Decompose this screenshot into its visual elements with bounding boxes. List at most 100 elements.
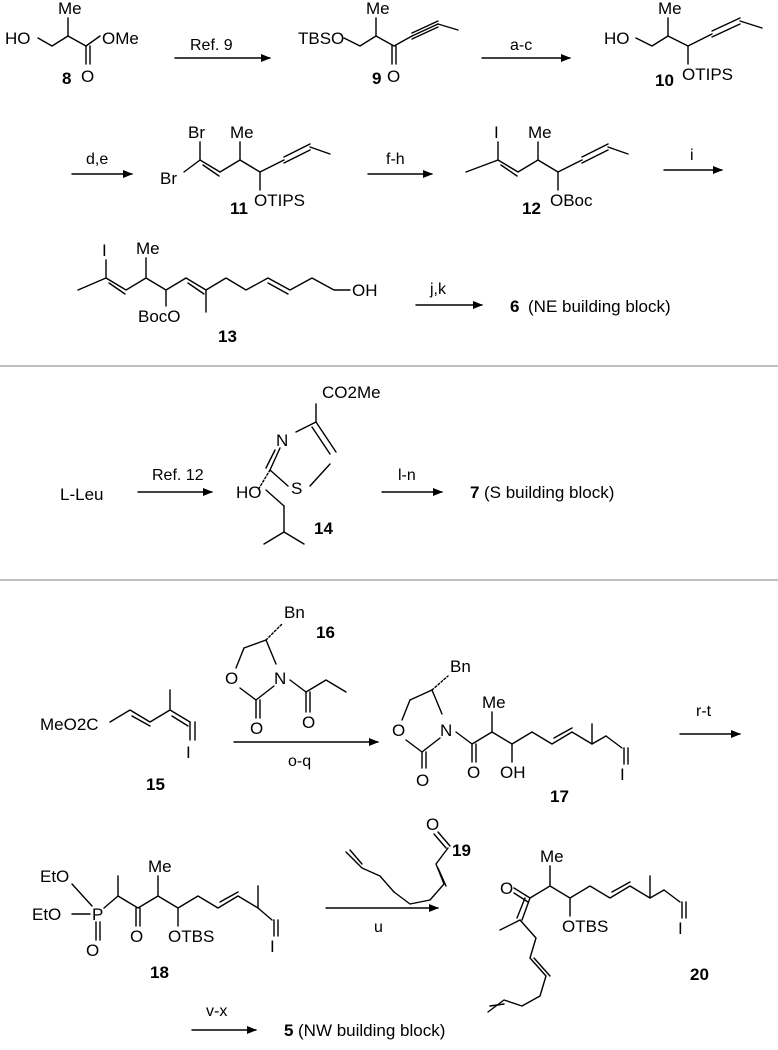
benzyl-label: Bn — [450, 657, 471, 676]
hydroxyl-label: HO — [604, 29, 630, 48]
aldehyde-o-label: O — [426, 815, 439, 834]
compound-number: 9 — [372, 69, 381, 88]
reaction-arrow: l-n — [381, 467, 443, 496]
compound-number: 18 — [150, 963, 169, 982]
compound-number: 19 — [452, 841, 471, 860]
hydroxyl-label: OH — [500, 763, 526, 782]
reaction-arrow: r-t — [679, 703, 741, 738]
compound-14: CO2Me N S HO 14 — [236, 383, 381, 545]
compound-18: EtO EtO P O O Me OTBS I 18 — [32, 857, 279, 982]
methyl-label: Me — [58, 0, 82, 18]
oboc-label: OBoc — [550, 191, 593, 210]
methyl-label: Me — [366, 0, 390, 18]
otips-label: OTIPS — [254, 191, 305, 210]
phosphoryl-o-label: O — [86, 941, 99, 960]
product-5: 5 (NW building block) — [284, 1021, 445, 1040]
ketone-o-label: O — [130, 927, 143, 946]
ring-o-label: O — [392, 721, 405, 740]
building-block-label: (NW building block) — [298, 1021, 445, 1040]
compound-number: 11 — [230, 199, 248, 218]
nitrogen-label: N — [276, 431, 288, 450]
compound-number: 13 — [218, 327, 237, 346]
methyl-label: Me — [540, 847, 564, 866]
compound-8: HO Me O OMe 8 — [5, 0, 139, 88]
compound-number: 17 — [550, 787, 569, 806]
carbonyl-o-label: O — [416, 771, 429, 790]
compound-9: TBSO Me O 9 — [298, 0, 459, 88]
methyl-label: Me — [136, 239, 160, 258]
reaction-arrow: v-x — [191, 1003, 257, 1034]
compound-number: 7 — [470, 483, 479, 502]
reaction-arrow: o-q — [233, 738, 379, 770]
compound-16: Bn O N O O 16 — [225, 603, 347, 738]
methyl-label: Me — [148, 857, 172, 876]
reagent-label: j,k — [429, 281, 447, 298]
compound-19: O 19 — [345, 815, 471, 905]
compound-number: 5 — [284, 1021, 293, 1040]
reaction-arrow: Ref. 12 — [137, 467, 213, 496]
nitrogen-label: N — [274, 669, 286, 688]
reaction-arrow: Ref. 9 — [174, 37, 271, 62]
reaction-arrow: f-h — [367, 151, 433, 178]
otbs-label: OTBS — [562, 917, 608, 936]
iodo-label: I — [494, 123, 499, 142]
ketone-o-label: O — [387, 67, 400, 86]
reagent-label: d,e — [86, 151, 108, 168]
reaction-arrow: u — [325, 904, 439, 936]
reagent-label: Ref. 9 — [190, 37, 233, 54]
reaction-arrow: i — [663, 147, 723, 174]
iodo-label: I — [620, 765, 625, 784]
compound-number: 20 — [690, 965, 709, 984]
compound-12: I Me OBoc 12 — [465, 123, 629, 218]
compound-number: 10 — [655, 71, 674, 90]
carbonyl-o-label: O — [250, 719, 263, 738]
compound-number: 8 — [62, 69, 71, 88]
tbso-label: TBSO — [298, 29, 344, 48]
reagent-label: a-c — [510, 37, 532, 54]
reaction-arrow: j,k — [415, 281, 483, 309]
benzyl-label: Bn — [284, 603, 305, 622]
reagent-label: Ref. 12 — [152, 467, 204, 484]
sulfur-label: S — [291, 479, 302, 498]
compound-15: MeO2C I 15 — [40, 689, 196, 794]
product-7: 7 (S building block) — [470, 483, 614, 502]
methyl-label: Me — [482, 693, 506, 712]
carbonyl-o-label: O — [81, 67, 94, 86]
building-block-label: (S building block) — [484, 483, 614, 502]
hydroxyl-label: OH — [352, 281, 378, 300]
reagent-label: o-q — [288, 753, 311, 770]
methoxy-label: OMe — [102, 29, 139, 48]
ester-label: CO2Me — [322, 383, 381, 402]
iodo-label: I — [678, 919, 683, 938]
reaction-arrow: d,e — [71, 151, 133, 178]
starting-material-label: L-Leu — [60, 485, 103, 504]
methyl-label: Me — [230, 123, 254, 142]
compound-number: 15 — [146, 775, 165, 794]
reaction-arrow: a-c — [481, 37, 571, 62]
reagent-label: v-x — [206, 1003, 227, 1020]
compound-20: O Me OTBS I 20 — [487, 847, 709, 1013]
ring-o-label: O — [225, 669, 238, 688]
ethoxy-label: EtO — [32, 905, 61, 924]
iodo-label: I — [102, 241, 107, 260]
compound-10: HO Me OTIPS 10 — [604, 0, 763, 90]
reagent-label: l-n — [398, 467, 416, 484]
nitrogen-label: N — [440, 721, 452, 740]
compound-number: 16 — [316, 623, 335, 642]
phosphorus-label: P — [92, 905, 103, 924]
compound-number: 6 — [510, 297, 519, 316]
methyl-label: Me — [528, 123, 552, 142]
product-6: 6 (NE building block) — [510, 297, 671, 316]
hydroxyl-label: HO — [5, 29, 31, 48]
bromo-label: Br — [188, 123, 205, 142]
otbs-label: OTBS — [168, 927, 214, 946]
reagent-label: f-h — [386, 151, 405, 168]
building-block-label: (NE building block) — [528, 297, 671, 316]
iodo-label: I — [270, 937, 275, 956]
methyl-label: Me — [658, 0, 682, 18]
ester-label: MeO2C — [40, 715, 99, 734]
compound-number: 12 — [522, 199, 541, 218]
acyl-o-label: O — [467, 763, 480, 782]
compound-13: I Me BocO OH 13 — [77, 239, 378, 346]
